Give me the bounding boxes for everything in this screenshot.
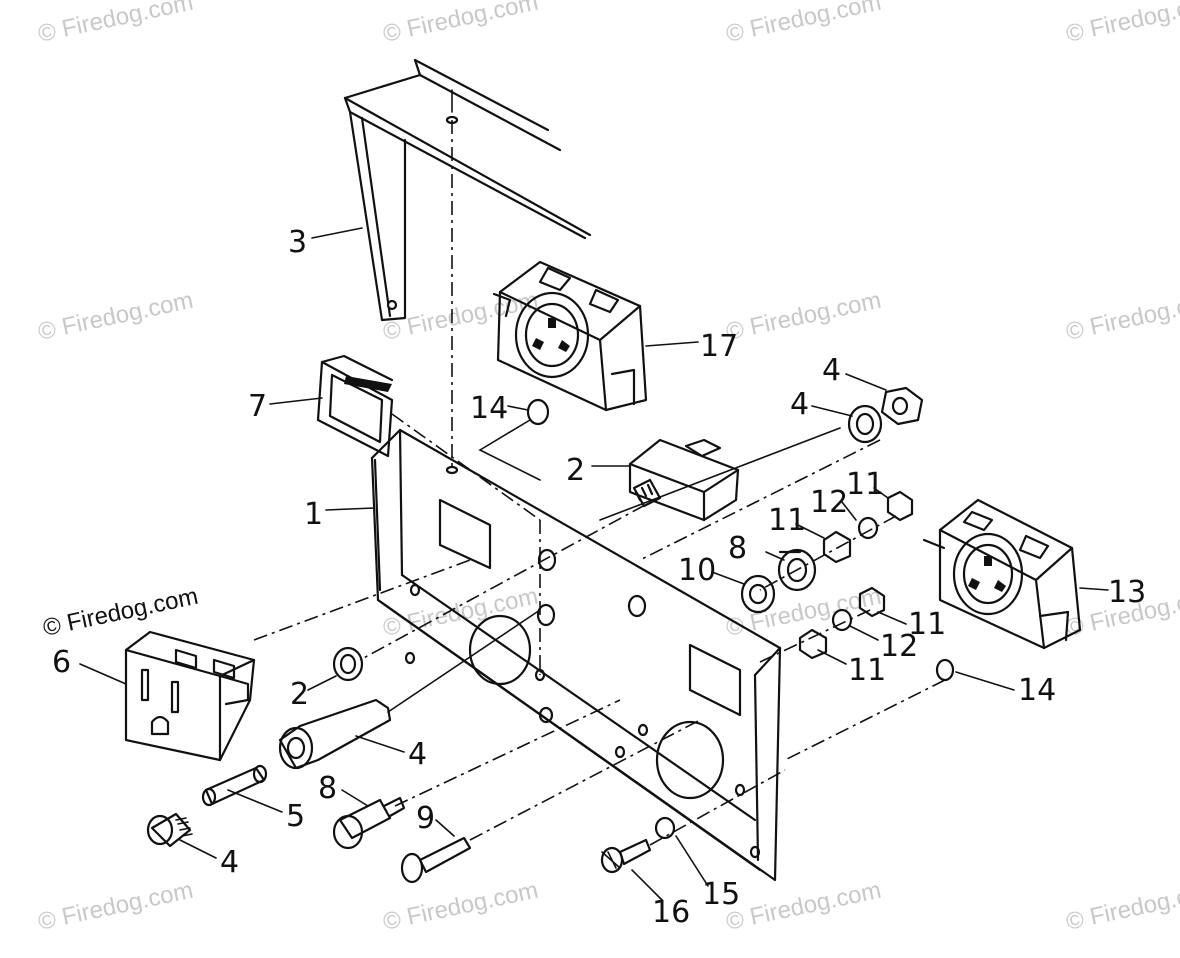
part-17-receptacle xyxy=(492,260,648,412)
callout-10: 10 xyxy=(678,553,716,588)
watermark: © Firedog.com xyxy=(724,287,884,346)
part-2-breaker xyxy=(359,438,740,661)
callout-6: 6 xyxy=(52,645,71,680)
watermark: © Firedog.com xyxy=(724,877,884,936)
watermark: © Firedog.com xyxy=(381,877,541,936)
callout-3: 3 xyxy=(288,225,307,260)
callout-16: 16 xyxy=(652,895,690,930)
callout-11: 11 xyxy=(846,467,884,502)
watermark: © Firedog.com xyxy=(1064,877,1180,936)
callout-15: 15 xyxy=(702,877,740,912)
callout-7: 7 xyxy=(248,389,267,424)
callout-4: 4 xyxy=(790,387,809,422)
hardware-right xyxy=(599,386,924,663)
part-1-panel xyxy=(370,428,782,882)
callout-11: 11 xyxy=(908,607,946,642)
watermark: © Firedog.com xyxy=(381,0,541,48)
callout-4: 4 xyxy=(220,845,239,880)
watermark: © Firedog.com xyxy=(36,0,196,48)
leader-lines xyxy=(79,227,1109,901)
part-6-outlet xyxy=(124,559,471,762)
watermark: © Firedog.com xyxy=(724,583,884,642)
callout-9: 9 xyxy=(416,801,435,836)
callout-12: 12 xyxy=(880,629,918,664)
watermark: © Firedog.com xyxy=(1064,287,1180,346)
callout-11: 11 xyxy=(768,503,806,538)
part-3-bracket xyxy=(343,58,592,322)
part-7-frame xyxy=(316,354,394,458)
watermark: © Firedog.com xyxy=(381,583,541,642)
part-13-receptacle xyxy=(784,498,1082,761)
callout-1: 1 xyxy=(304,497,323,532)
callout-11: 11 xyxy=(848,653,886,688)
callout-4: 4 xyxy=(408,737,427,772)
callout-17: 17 xyxy=(700,329,738,364)
callout-12: 12 xyxy=(810,485,848,520)
callout-labels: 3 7 1 2 14 17 4 4 11 12 11 8 10 11 12 11… xyxy=(52,225,1146,930)
callout-13: 13 xyxy=(1108,575,1146,610)
callout-2: 2 xyxy=(290,677,309,712)
watermark: © Firedog.com xyxy=(36,287,196,346)
assembly-lines xyxy=(391,120,541,675)
callout-2: 2 xyxy=(566,453,585,488)
callout-5: 5 xyxy=(286,799,305,834)
callout-8: 8 xyxy=(318,771,337,806)
callout-4: 4 xyxy=(822,353,841,388)
callout-14: 14 xyxy=(1018,673,1056,708)
watermark: © Firedog.com xyxy=(41,583,201,642)
watermark: © Firedog.com xyxy=(1064,0,1180,48)
callout-8: 8 xyxy=(728,531,747,566)
watermark: © Firedog.com xyxy=(36,877,196,936)
part-14-spacer xyxy=(478,398,550,481)
hardware-left xyxy=(146,609,786,884)
watermark: © Firedog.com xyxy=(724,0,884,48)
callout-14: 14 xyxy=(470,391,508,426)
